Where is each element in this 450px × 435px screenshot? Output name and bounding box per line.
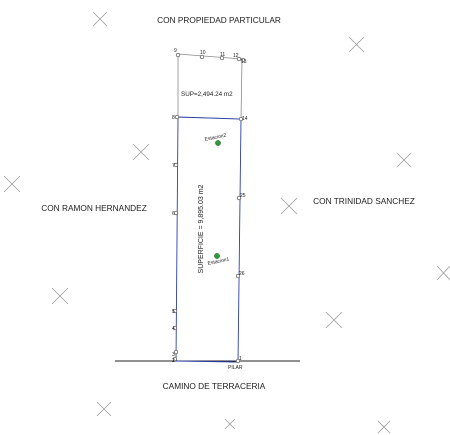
vertex-point: [236, 195, 242, 201]
vertex-labels: 9 10 11 12 13 14 25 26 1 2 3 4 5 6 7 8: [172, 48, 248, 364]
station-1: Estacion1: [207, 253, 230, 267]
vertex-label: 9: [174, 48, 177, 54]
east-neighbor-label: CON TRINIDAD SANCHEZ: [313, 196, 415, 206]
vertex-label: 8: [172, 115, 175, 121]
grid-cross: [348, 36, 365, 53]
vertex-point: [173, 210, 179, 216]
survey-line: [177, 53, 243, 60]
station-2-marker: [215, 140, 221, 146]
vertex-point: [175, 52, 181, 58]
vertex-point: [235, 358, 241, 364]
vertex-point: [219, 55, 225, 61]
vertex-label: 3: [172, 352, 175, 358]
south-road-label: CAMINO DE TERRACERIA: [163, 381, 266, 391]
station-2: Estacion2: [204, 132, 227, 146]
grid-cross: [96, 401, 112, 417]
grid-cross: [325, 311, 343, 329]
main-parcel-boundary: [175, 116, 242, 363]
vertex-point: [173, 349, 179, 355]
vertex-label: 10: [200, 50, 206, 56]
grid-cross: [396, 152, 412, 168]
vertex-point: [172, 308, 178, 314]
vertex-point: [172, 325, 178, 331]
vertex-point: [174, 114, 180, 120]
vertex-point: [235, 273, 241, 279]
area-large-label: SUPERFICIE = 9,895.03 m2: [198, 184, 205, 273]
vertex-label: 5: [172, 309, 175, 315]
vertex-label: 14: [242, 116, 248, 122]
grid-cross: [377, 420, 391, 434]
vertex-label: 6: [172, 211, 175, 217]
west-neighbor-label: CON RAMON HERNANDEZ: [41, 203, 147, 213]
grid-cross: [436, 265, 450, 281]
north-neighbor-label: CON PROPIEDAD PARTICULAR: [157, 15, 281, 25]
vertex-point: [238, 116, 244, 122]
area-small-label: SUP=2,494.24 m2: [181, 91, 233, 98]
vertex-points: [172, 52, 246, 364]
vertex-point: [240, 57, 246, 63]
grid-cross: [280, 197, 298, 215]
vertex-label: 4: [172, 326, 175, 332]
grid-crosses: [3, 11, 450, 434]
vertex-label: 12: [233, 53, 239, 59]
vertex-label: 2: [172, 358, 175, 364]
survey-line: [240, 58, 243, 120]
vertex-point: [236, 56, 242, 62]
vertex-point: [172, 356, 178, 362]
grid-cross: [92, 11, 108, 27]
vertex-label: 26: [239, 271, 245, 277]
vertex-label: 1: [239, 356, 242, 362]
vertex-label: 11: [220, 52, 225, 58]
pilar-label: PILAR: [228, 365, 243, 371]
station-2-label: Estacion2: [204, 132, 227, 142]
vertex-label: 7: [172, 163, 175, 169]
vertex-point: [199, 54, 205, 60]
grid-cross: [3, 175, 21, 193]
vertex-point: [173, 162, 179, 168]
station-1-label: Estacion1: [207, 256, 230, 266]
grid-cross: [132, 143, 150, 161]
upper-parcel: [177, 53, 243, 120]
vertex-label: 13: [241, 59, 247, 65]
grid-cross: [224, 418, 236, 430]
vertex-label: 25: [240, 193, 246, 199]
station-1-marker: [214, 253, 220, 259]
grid-cross: [51, 287, 69, 305]
